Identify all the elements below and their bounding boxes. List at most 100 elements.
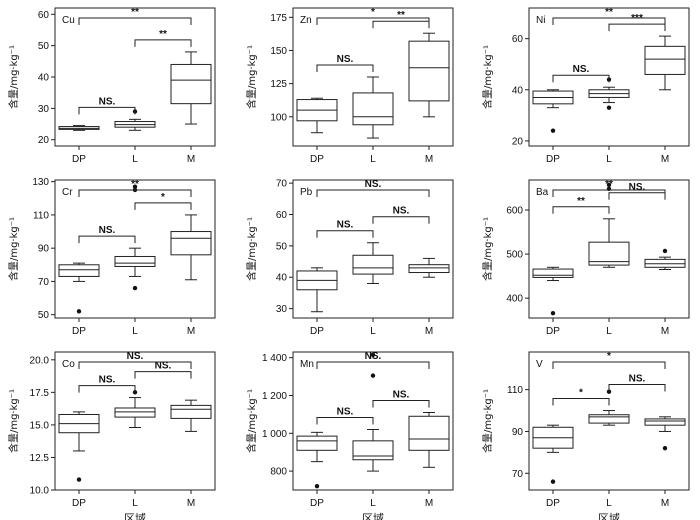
y-axis-label: 含量/mg·kg⁻¹ — [481, 45, 494, 109]
y-tick-label: 1 000 — [262, 429, 287, 440]
box-m — [170, 63, 212, 105]
y-tick-label: 100 — [270, 112, 287, 123]
x-tick-label: M — [425, 154, 433, 165]
y-tick-label: 30 — [276, 304, 288, 315]
significance-label: NS. — [337, 407, 354, 418]
box-m — [408, 415, 450, 451]
y-tick-label: 60 — [38, 10, 50, 21]
y-tick-label: 70 — [38, 277, 50, 288]
x-tick-label: DP — [546, 154, 560, 165]
y-axis-label: 含量/mg·kg⁻¹ — [481, 389, 494, 453]
outlier-point — [370, 352, 376, 358]
significance-bracket — [552, 17, 666, 25]
x-tick-label: L — [132, 154, 138, 165]
significance-label: NS. — [99, 225, 116, 236]
outlier-point — [76, 477, 82, 482]
box-m — [644, 45, 686, 75]
significance-bracket — [78, 361, 192, 369]
x-tick-label: L — [132, 326, 138, 337]
y-tick-label: 60 — [512, 34, 524, 45]
y-tick-label: 90 — [38, 244, 50, 255]
panel-element-label: Co — [62, 359, 75, 370]
significance-bracket — [316, 230, 374, 238]
box-l — [352, 254, 394, 275]
significance-label: * — [607, 351, 611, 362]
box-dp — [532, 268, 574, 278]
significance-bracket — [134, 371, 192, 379]
y-tick-label: 1 400 — [262, 353, 287, 364]
y-axis-label: 含量/mg·kg⁻¹ — [7, 389, 20, 453]
outlier-point — [550, 128, 556, 133]
y-tick-label: 175 — [270, 13, 287, 24]
significance-label: * — [371, 7, 375, 18]
significance-label: ** — [131, 7, 139, 18]
y-tick-label: 20.0 — [30, 355, 50, 366]
significance-bracket — [608, 23, 666, 32]
significance-bracket — [316, 189, 430, 197]
significance-bracket — [552, 74, 610, 83]
x-tick-label: M — [661, 326, 669, 337]
y-tick-label: 50 — [276, 241, 288, 252]
significance-bracket — [134, 202, 192, 210]
significance-bracket — [372, 399, 430, 408]
significance-label: NS. — [99, 96, 116, 107]
significance-label: NS. — [337, 54, 354, 65]
y-tick-label: 20 — [38, 135, 50, 146]
box-m — [644, 418, 686, 426]
significance-bracket — [552, 361, 666, 369]
y-tick-label: 60 — [276, 210, 288, 221]
box-dp — [58, 264, 100, 277]
box-l — [114, 255, 156, 267]
outlier-point — [662, 445, 668, 451]
x-tick-label: L — [606, 498, 612, 509]
y-tick-label: 110 — [33, 210, 49, 221]
box-m — [408, 40, 450, 102]
significance-label: NS. — [393, 206, 410, 217]
x-tick-label: M — [187, 326, 195, 337]
significance-label: NS. — [127, 351, 144, 362]
outlier-point — [606, 105, 612, 110]
significance-bracket — [552, 206, 610, 214]
x-axis-label: 区域 — [598, 512, 620, 520]
box-l — [588, 241, 630, 266]
x-tick-label: L — [606, 326, 612, 337]
significance-bracket — [78, 385, 136, 393]
y-tick-label: 130 — [32, 177, 49, 188]
panel-element-label: Cu — [62, 15, 75, 26]
panel-element-label: Cr — [62, 187, 73, 198]
box-l — [352, 440, 394, 461]
significance-label: NS. — [629, 374, 646, 385]
y-tick-label: 90 — [512, 427, 524, 438]
outlier-point — [132, 285, 138, 291]
y-tick-label: 40 — [512, 85, 524, 96]
outlier-point — [662, 248, 668, 254]
panel-element-label: Zn — [300, 15, 312, 26]
y-tick-label: 15.0 — [30, 420, 50, 431]
significance-label: NS. — [155, 361, 172, 372]
significance-bracket — [316, 361, 430, 369]
y-axis-label: 含量/mg·kg⁻¹ — [7, 45, 20, 109]
significance-label: *** — [631, 13, 643, 24]
panel-element-label: Mn — [300, 359, 314, 370]
x-tick-label: M — [187, 154, 195, 165]
y-tick-label: 40 — [276, 273, 288, 284]
x-tick-label: DP — [72, 154, 86, 165]
outlier-point — [550, 479, 556, 484]
x-tick-label: L — [370, 498, 376, 509]
y-tick-label: 800 — [270, 467, 287, 478]
x-tick-label: L — [132, 498, 138, 509]
box-l — [352, 92, 394, 126]
x-tick-label: L — [606, 154, 612, 165]
y-tick-label: 600 — [506, 205, 523, 216]
x-axis-label: 区域 — [124, 512, 146, 520]
y-axis-label: 含量/mg·kg⁻¹ — [245, 389, 258, 453]
panel-element-label: Pb — [300, 187, 313, 198]
significance-label: NS. — [573, 64, 590, 75]
significance-label: NS. — [337, 220, 354, 231]
x-axis-label: 区域 — [362, 512, 384, 520]
